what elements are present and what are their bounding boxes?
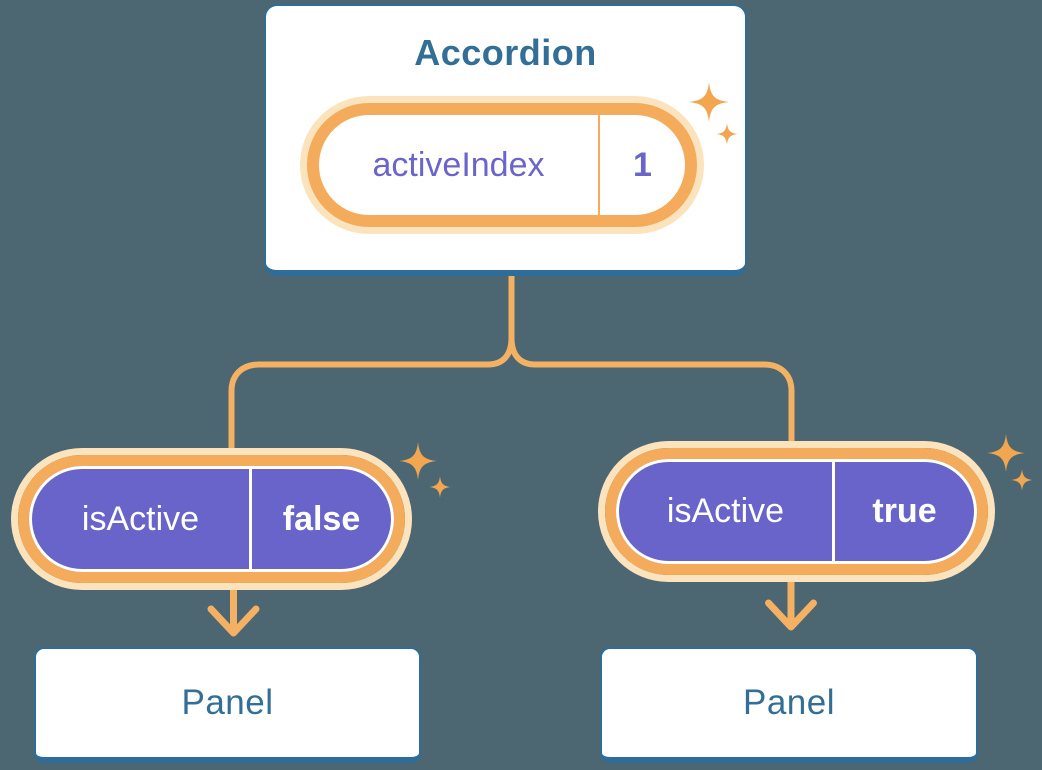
panel-title: Panel: [742, 683, 836, 722]
state-pill-label: activeIndex: [372, 145, 545, 184]
prop-pill-body: isActive true: [616, 459, 977, 564]
prop-pill-value: true: [832, 462, 974, 561]
state-pill: activeIndex 1: [307, 103, 697, 227]
connector-branch-left: [228, 270, 515, 462]
sparkle-icon: [716, 123, 738, 145]
prop-pill-label: isActive: [666, 492, 785, 530]
prop-pill-label: isActive: [81, 499, 200, 538]
sparkle-icon: [987, 434, 1025, 472]
panel-card-right: Panel: [600, 647, 978, 763]
arrow-down-icon-left: [207, 582, 260, 637]
arrow-down-icon-right: [765, 575, 817, 631]
sparkle-icon: [429, 476, 451, 498]
sparkle-icon: [1011, 469, 1033, 491]
pill-divider: [598, 115, 600, 215]
accordion-title: Accordion: [414, 32, 597, 73]
sparkle-icon: [399, 442, 437, 480]
prop-pill-isactive-true: isActive true: [605, 448, 988, 575]
prop-pill-isactive-false: isActive false: [18, 455, 405, 583]
prop-pill-body: isActive false: [29, 466, 394, 572]
panel-title: Panel: [181, 683, 274, 722]
state-pill-value: 1: [633, 145, 652, 184]
prop-pill-value: false: [249, 469, 391, 569]
connector-branch-right: [508, 270, 795, 455]
sparkle-icon: [689, 82, 729, 122]
panel-card-left: Panel: [34, 647, 421, 763]
